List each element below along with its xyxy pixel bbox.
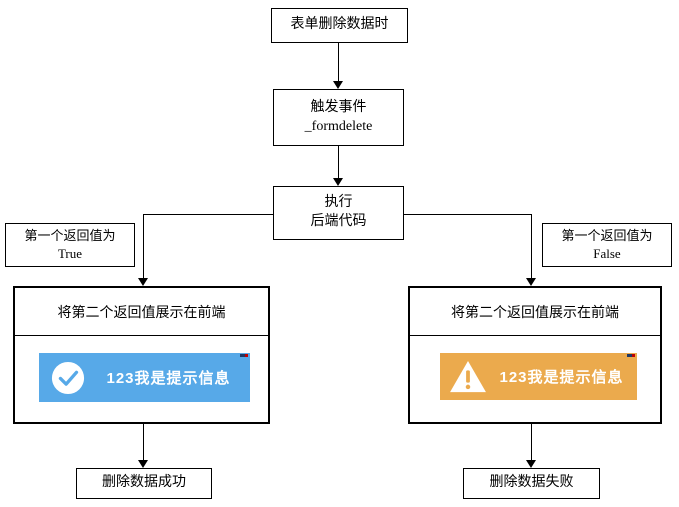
node-trigger-line2: _formdelete [304, 118, 373, 134]
toast-success-text: 123我是提示信息 [106, 370, 231, 387]
connector-left-success [143, 424, 144, 460]
node-form-delete-label: 表单删除数据时 [290, 17, 389, 33]
label-branch-true: 第一个返回值为 True [5, 223, 135, 267]
connector-right-fail [531, 424, 532, 460]
node-form-delete-start: 表单删除数据时 [271, 8, 408, 43]
label-false-line2: False [593, 246, 621, 261]
node-show-frontend-left: 将第二个返回值展示在前端 123我是提示信息 [13, 286, 270, 424]
warning-triangle-icon [440, 360, 496, 394]
label-true-line1: 第一个返回值为 [24, 228, 116, 244]
node-execute-backend: 执行 后端代码 [273, 186, 404, 240]
node-trigger-event: 触发事件 _formdelete [273, 89, 404, 146]
connector-execute-left [143, 214, 273, 215]
label-true-line2: True [57, 246, 83, 261]
toast-close-mark-icon[interactable] [240, 354, 248, 357]
arrowhead-execute-icon [333, 178, 343, 186]
node-delete-fail: 删除数据失败 [463, 468, 600, 499]
connector-start-trigger [338, 43, 339, 81]
show-left-title: 将第二个返回值展示在前端 [15, 288, 268, 336]
show-right-title: 将第二个返回值展示在前端 [410, 288, 660, 336]
toast-close-mark-icon[interactable] [627, 354, 635, 357]
arrowhead-trigger-icon [333, 81, 343, 89]
connector-execute-right [404, 214, 531, 215]
arrowhead-fail-icon [526, 460, 536, 468]
toast-warning-text: 123我是提示信息 [499, 369, 624, 386]
node-success-label: 删除数据成功 [102, 475, 186, 491]
arrowhead-success-icon [138, 460, 148, 468]
arrowhead-right-box-icon [526, 278, 536, 286]
node-trigger-line1: 触发事件 [310, 99, 367, 115]
label-branch-false: 第一个返回值为 False [542, 223, 672, 267]
connector-trigger-execute [338, 146, 339, 178]
node-show-frontend-right: 将第二个返回值展示在前端 123我是提示信息 [408, 286, 662, 424]
node-delete-success: 删除数据成功 [76, 468, 212, 499]
check-circle-icon [39, 361, 97, 395]
connector-left-down [143, 214, 144, 278]
toast-warning: 123我是提示信息 [440, 353, 637, 400]
node-execute-line2: 后端代码 [310, 214, 367, 229]
toast-success: 123我是提示信息 [39, 353, 250, 402]
show-left-body: 123我是提示信息 [15, 336, 268, 420]
arrowhead-left-box-icon [138, 278, 148, 286]
node-fail-label: 删除数据失败 [489, 475, 574, 491]
show-right-body: 123我是提示信息 [410, 336, 660, 420]
label-false-line1: 第一个返回值为 [561, 228, 653, 244]
connector-right-down [531, 214, 532, 278]
node-execute-line1: 执行 [324, 195, 353, 211]
